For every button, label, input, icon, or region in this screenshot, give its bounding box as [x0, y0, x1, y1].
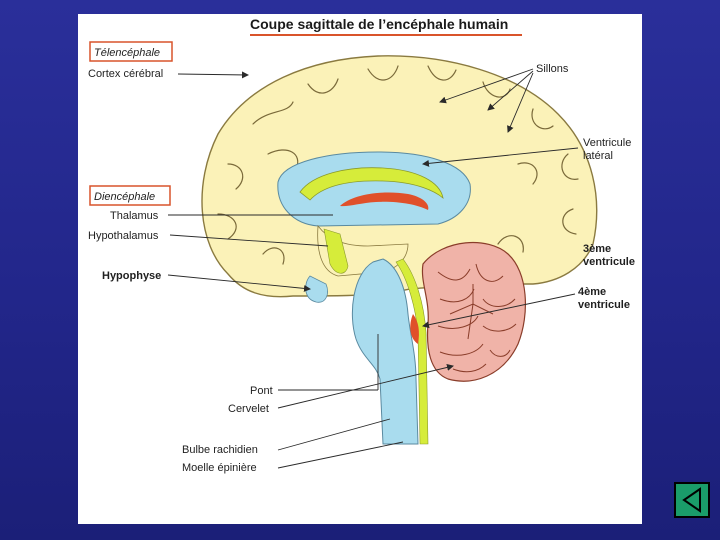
label-ventricule-lateral-2: latéral	[583, 150, 613, 162]
label-pont: Pont	[250, 385, 273, 397]
label-hypophyse: Hypophyse	[102, 270, 161, 282]
label-ventricule4-1: 4ème	[578, 286, 606, 298]
label-cervelet: Cervelet	[228, 403, 269, 415]
diagram-title: Coupe sagittale de l’encéphale humain	[250, 16, 508, 32]
nav-back-button[interactable]	[674, 482, 710, 518]
brain-diagram: Coupe sagittale de l’encéphale humain	[78, 14, 642, 524]
label-ventricule3-2: ventricule	[583, 256, 635, 268]
label-ventricule4-2: ventricule	[578, 299, 630, 311]
diagram-panel: Coupe sagittale de l’encéphale humain	[78, 14, 642, 524]
label-thalamus: Thalamus	[110, 210, 159, 222]
label-bulbe: Bulbe rachidien	[182, 444, 258, 456]
label-ventricule3-1: 3ème	[583, 243, 611, 255]
label-cortex: Cortex cérébral	[88, 68, 163, 80]
label-hypothalamus: Hypothalamus	[88, 230, 159, 242]
leader-bulbe	[278, 419, 390, 450]
leader-moelle	[278, 442, 403, 468]
label-ventricule-lateral-1: Ventricule	[583, 137, 631, 149]
arrow-cortex	[178, 74, 248, 75]
label-moelle: Moelle épinière	[182, 462, 257, 474]
cerebellum	[422, 243, 525, 382]
label-telencephale: Télencéphale	[94, 47, 160, 59]
label-diencephale: Diencéphale	[94, 191, 155, 203]
label-sillons: Sillons	[536, 63, 569, 75]
triangle-left-icon	[678, 486, 706, 514]
